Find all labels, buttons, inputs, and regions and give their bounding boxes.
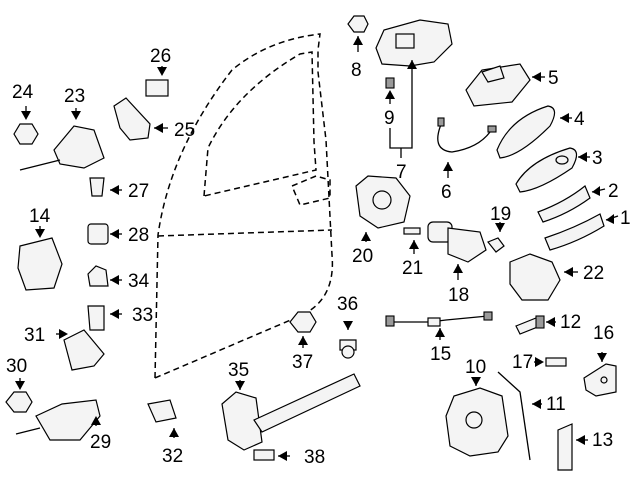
part-13-trim-plate (557, 423, 588, 471)
part-28-cap (87, 223, 122, 245)
callout-8: 8 (351, 60, 362, 81)
callout-4: 4 (574, 109, 585, 130)
part-15-cable (385, 311, 493, 340)
part-33-bolt (87, 305, 122, 331)
part-11-rod (497, 371, 542, 461)
callout-35: 35 (228, 360, 249, 381)
part-30-nut (5, 378, 33, 413)
callout-15: 15 (430, 344, 451, 365)
callout-16: 16 (593, 323, 614, 344)
callout-10: 10 (465, 357, 486, 378)
part-26-bolt (145, 66, 169, 97)
callout-17: 17 (512, 352, 533, 373)
callout-31: 31 (24, 325, 45, 346)
part-18-actuator-motor (427, 221, 487, 280)
part-24-nut (13, 106, 39, 145)
part-2-handle-trim (537, 185, 606, 223)
part-3-handle-cover (515, 147, 590, 193)
part-34-cap (87, 265, 122, 287)
callout-5: 5 (548, 68, 559, 89)
callout-3: 3 (592, 148, 603, 169)
part-1-trim-strip (544, 213, 619, 251)
part-22-lock-cover (509, 253, 578, 301)
callout-30: 30 (6, 356, 27, 377)
callout-29: 29 (90, 432, 111, 453)
callout-28: 28 (128, 225, 149, 246)
callout-25: 25 (174, 120, 195, 141)
callout-1: 1 (620, 208, 631, 229)
part-38-bolt (253, 449, 290, 461)
part-35-door-check (221, 373, 361, 451)
callout-9: 9 (384, 108, 395, 129)
part-6-cable (437, 117, 497, 178)
callout-37: 37 (292, 352, 313, 373)
part-25-bracket (113, 97, 168, 141)
part-29-hinge (15, 399, 101, 441)
callout-23: 23 (64, 86, 85, 107)
part-23-hinge (19, 108, 105, 171)
callout-14: 14 (29, 206, 51, 227)
part-20-lock-module (355, 175, 411, 242)
callout-labels: 1 2 3 4 5 6 7 8 9 10 11 12 13 14 15 16 1… (6, 46, 631, 468)
part-16-striker (583, 352, 617, 397)
callout-22: 22 (583, 263, 604, 284)
part-7-lock-actuator-assembly (375, 19, 453, 158)
callout-26: 26 (150, 46, 171, 67)
callout-33: 33 (132, 305, 153, 326)
part-31-bracket (56, 329, 105, 371)
part-19-clip (487, 222, 505, 253)
part-4-handle-gasket (496, 105, 572, 159)
part-32-bolt (147, 399, 179, 438)
callout-24: 24 (12, 82, 34, 103)
callout-36: 36 (337, 294, 358, 315)
part-8-nut (347, 15, 369, 52)
part-5-outside-handle (465, 63, 545, 107)
part-27-bolt (89, 177, 122, 197)
callout-18: 18 (448, 285, 469, 306)
part-14-bumper (17, 226, 63, 291)
part-12-bolt (515, 315, 556, 335)
callout-12: 12 (560, 312, 581, 333)
callout-2: 2 (608, 181, 619, 202)
callout-13: 13 (592, 430, 613, 451)
callout-7: 7 (396, 162, 407, 183)
callout-6: 6 (441, 182, 452, 203)
door-shell-outline (154, 33, 334, 380)
part-37-nut (289, 311, 317, 348)
part-36-pin (339, 321, 357, 359)
callout-27: 27 (128, 181, 149, 202)
part-21-screw (403, 227, 421, 254)
part-10-door-latch (445, 377, 509, 457)
callout-11: 11 (546, 394, 566, 415)
callout-38: 38 (304, 447, 325, 468)
callout-21: 21 (402, 258, 423, 279)
callout-34: 34 (128, 271, 150, 292)
callout-32: 32 (162, 446, 183, 467)
callout-20: 20 (352, 246, 373, 267)
callout-19: 19 (490, 204, 511, 225)
part-17-screw (534, 357, 567, 367)
